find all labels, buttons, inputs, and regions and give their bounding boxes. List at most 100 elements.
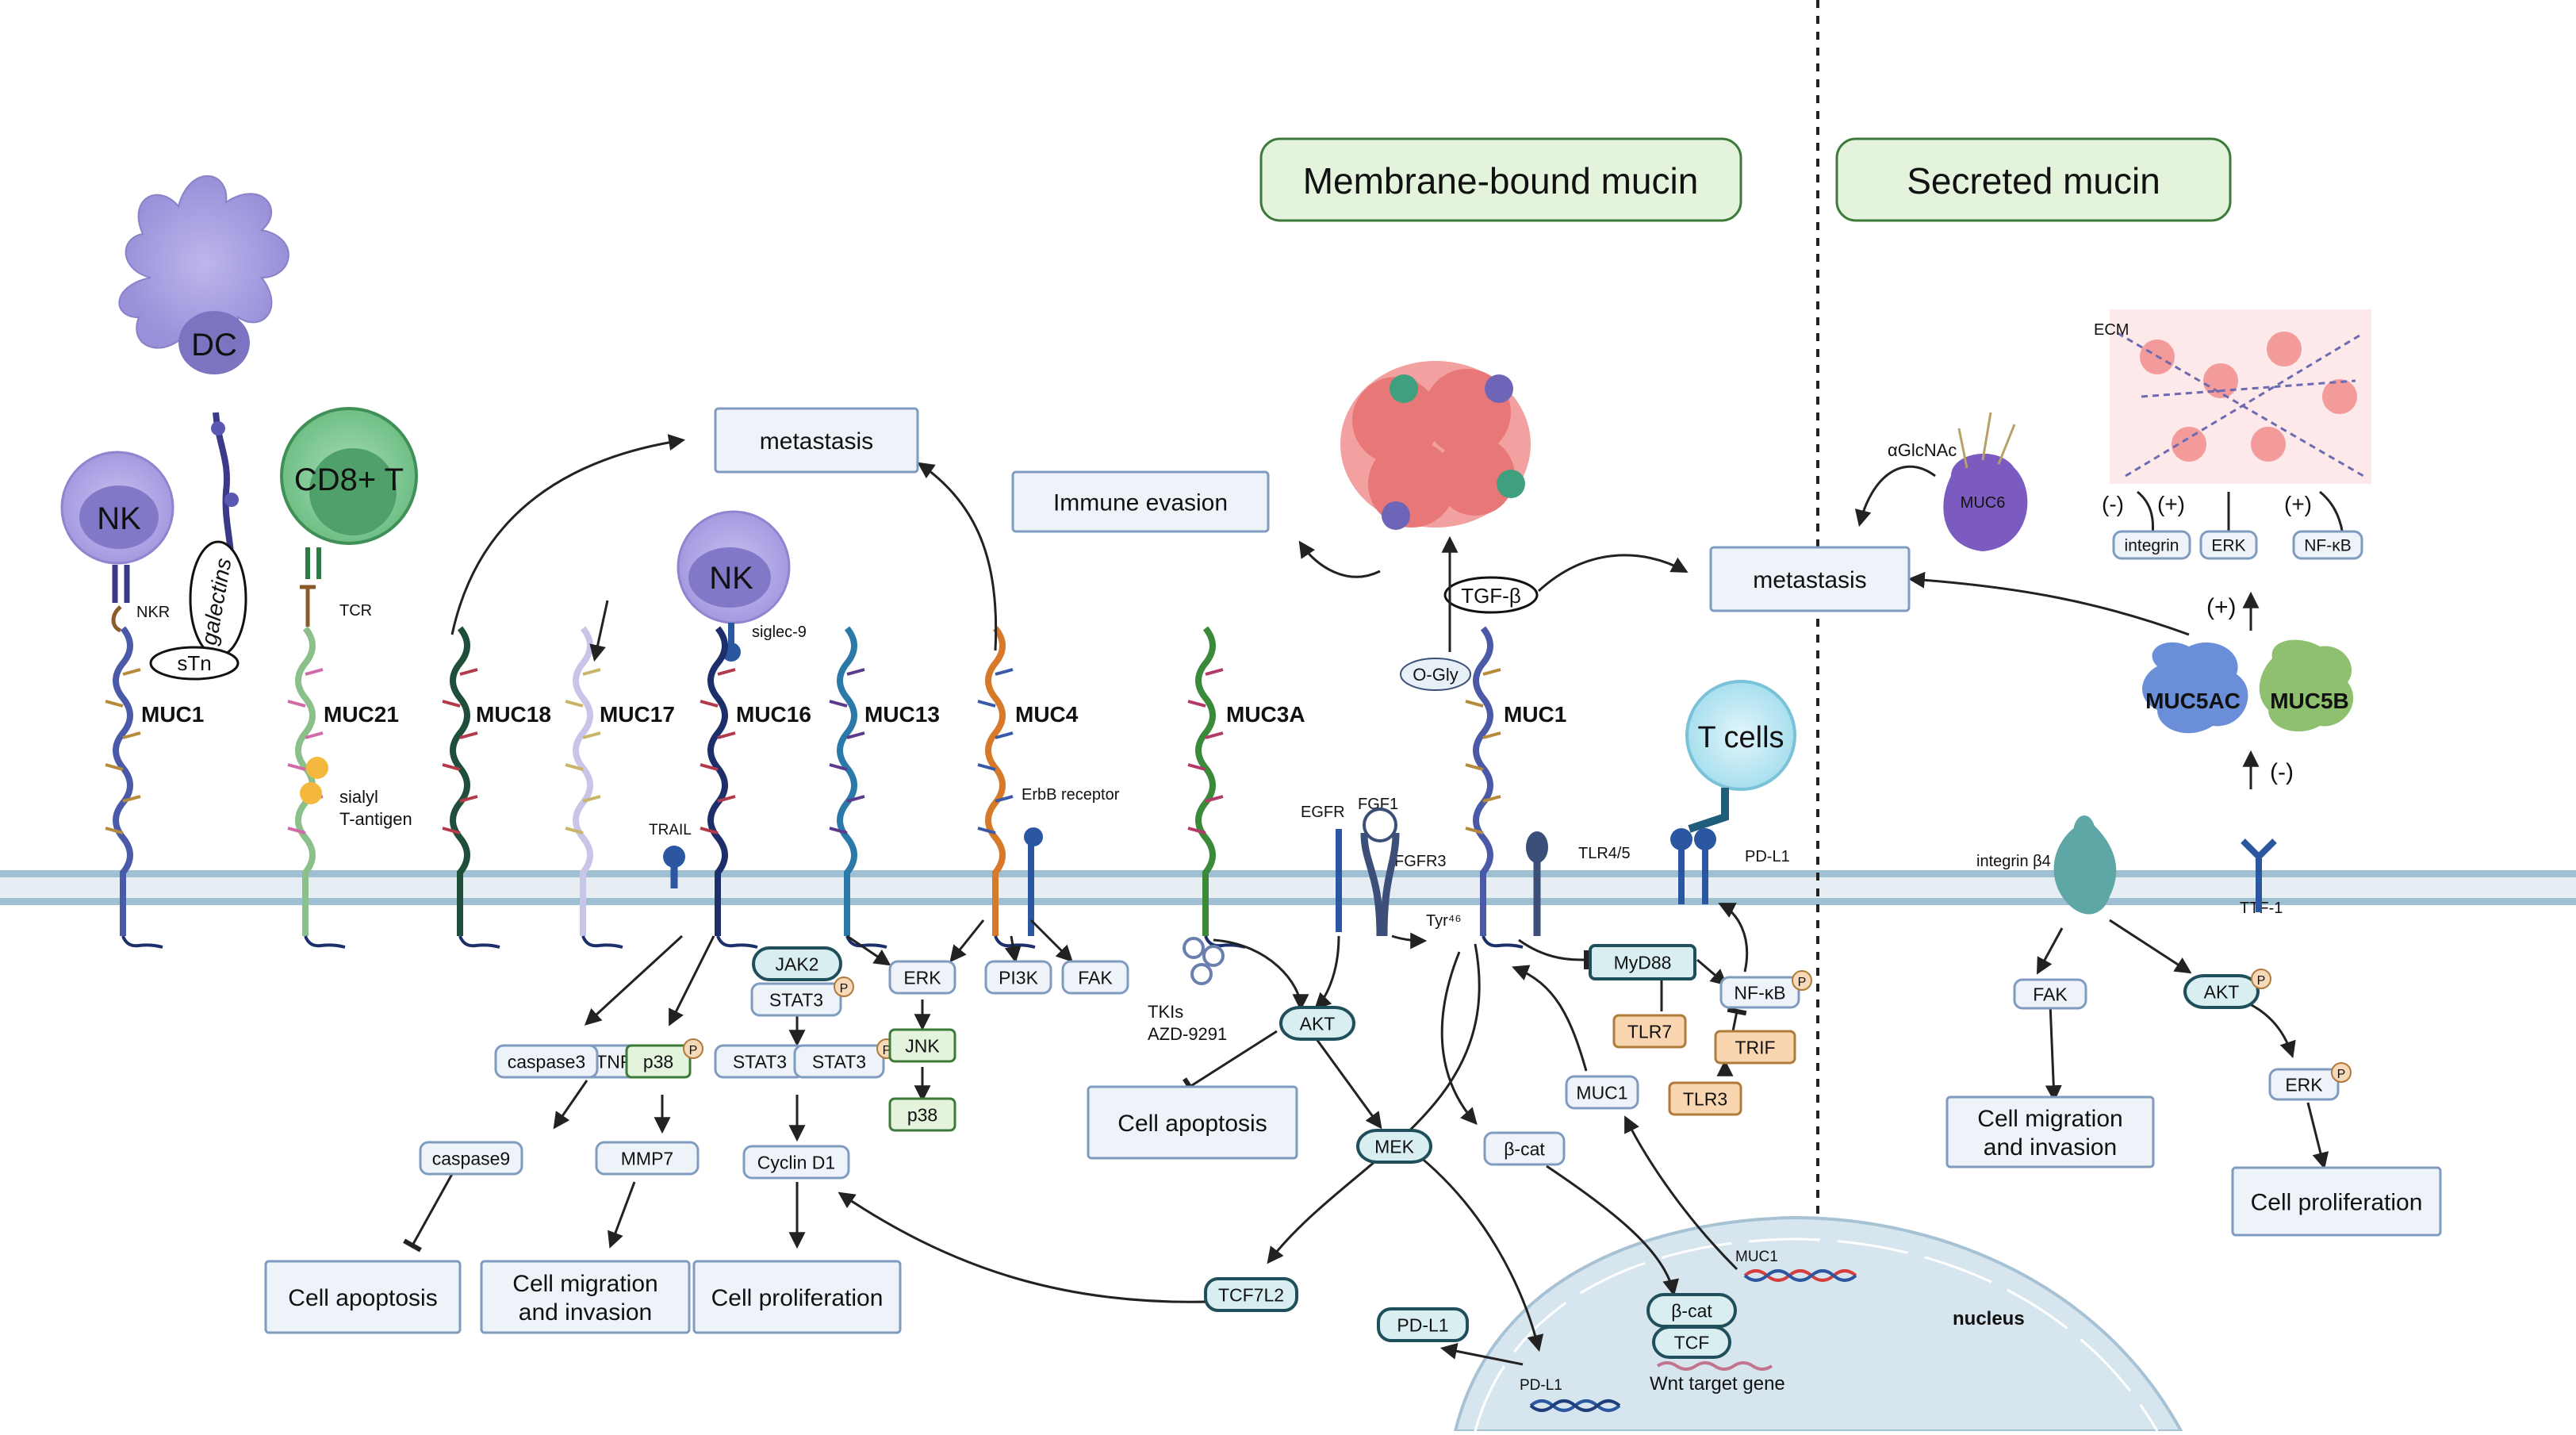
svg-text:FAK: FAK bbox=[2033, 984, 2068, 1004]
node-jak2: JAK2 bbox=[752, 946, 842, 981]
arrow-muc16-caspase3 bbox=[584, 934, 684, 1026]
outcome-metastasis-left: metastasis bbox=[714, 407, 919, 474]
arrow-egfr-akt bbox=[1314, 935, 1340, 1010]
node-fak2: FAK bbox=[2013, 978, 2087, 1010]
outcome-apoptosis-mid: Cell apoptosis bbox=[1087, 1085, 1298, 1160]
arrow-fak-migration bbox=[2045, 1003, 2062, 1103]
svg-text:β-cat: β-cat bbox=[1671, 1300, 1712, 1321]
arrow-fgfr3-tyr bbox=[1391, 932, 1428, 950]
svg-text:FGFR3: FGFR3 bbox=[1394, 853, 1447, 870]
svg-text:AKT: AKT bbox=[2204, 981, 2240, 1002]
inhib-akt-apoptosis bbox=[1183, 1030, 1278, 1096]
dendritic-cell: DC bbox=[118, 175, 289, 572]
arrow-tcf7l2-cyclin bbox=[838, 1191, 1230, 1303]
svg-text:P: P bbox=[840, 982, 849, 996]
svg-text:Wnt target gene: Wnt target gene bbox=[1650, 1373, 1785, 1395]
label-muc16: MUC16 bbox=[736, 702, 811, 727]
svg-text:NKR: NKR bbox=[136, 604, 170, 621]
svg-text:caspase9: caspase9 bbox=[432, 1148, 510, 1168]
nucleus-shape bbox=[1453, 1215, 2184, 1433]
strand-muc1-left bbox=[105, 626, 163, 949]
arrow-muc18-metastasis bbox=[450, 434, 686, 635]
cd8-t-cell: CD8+ T TCR bbox=[280, 407, 418, 627]
arrow-integrin-fak bbox=[2036, 927, 2064, 975]
mucin-strands bbox=[105, 626, 1524, 949]
svg-text:PD-L1: PD-L1 bbox=[1397, 1314, 1448, 1335]
node-integrin: integrin bbox=[2112, 530, 2191, 560]
node-tlr3: TLR3 bbox=[1668, 1081, 1742, 1116]
svg-text:caspase3: caspase3 bbox=[508, 1051, 585, 1072]
arrow-muc1gene-muc1 bbox=[1624, 1115, 1738, 1271]
svg-text:Cell apoptosis: Cell apoptosis bbox=[1117, 1111, 1267, 1137]
tgfb-label: TGF-β bbox=[1443, 576, 1539, 614]
svg-text:and invasion: and invasion bbox=[1984, 1134, 2117, 1161]
aglcnac-label: αGlcNAc bbox=[1888, 440, 1957, 460]
arrow-erk-proliferation bbox=[2306, 1102, 2329, 1170]
arrow-caspase3-caspase9 bbox=[553, 1080, 588, 1130]
svg-text:Membrane-bound mucin: Membrane-bound mucin bbox=[1303, 160, 1699, 201]
receptors bbox=[663, 808, 2277, 937]
svg-text:metastasis: metastasis bbox=[760, 428, 873, 455]
svg-text:T-antigen: T-antigen bbox=[339, 809, 412, 829]
svg-text:sTn: sTn bbox=[177, 651, 211, 675]
mucin-labels: MUC1 MUC21 MUC18 MUC17 MUC16 MUC13 MUC4 … bbox=[141, 702, 1566, 727]
inhib-muc1-myd88 bbox=[1518, 938, 1589, 970]
svg-text:metastasis: metastasis bbox=[1753, 567, 1866, 593]
arrow-muc1-bcat bbox=[1440, 951, 1478, 1126]
inhib-caspase9-apoptosis bbox=[403, 1173, 454, 1253]
svg-text:EGFR: EGFR bbox=[1301, 804, 1345, 821]
nucleus-labels: nucleus MUC1 PD-L1 Wnt target gene bbox=[1520, 1249, 2025, 1395]
svg-text:FGF1: FGF1 bbox=[1358, 796, 1398, 813]
svg-text:TCR: TCR bbox=[339, 602, 372, 620]
svg-text:P: P bbox=[2337, 1068, 2346, 1081]
label-muc3a: MUC3A bbox=[1226, 702, 1305, 727]
svg-text:(+): (+) bbox=[2206, 594, 2237, 620]
arrow-muc1-tcf7l2 bbox=[1267, 943, 1481, 1264]
node-tlr7: TLR7 bbox=[1612, 1014, 1687, 1049]
svg-text:Tyr⁴⁶: Tyr⁴⁶ bbox=[1426, 912, 1462, 930]
arrow-muc13-erk bbox=[846, 934, 891, 966]
node-bcat2: β-cat bbox=[1646, 1293, 1737, 1328]
node-bcat1: β-cat bbox=[1483, 1131, 1566, 1166]
svg-text:PD-L1: PD-L1 bbox=[1520, 1377, 1562, 1394]
muc5ac-blob: MUC5AC bbox=[2142, 642, 2248, 734]
svg-text:Immune evasion: Immune evasion bbox=[1053, 489, 1228, 516]
arrow-muc16-p38 bbox=[669, 935, 715, 1026]
svg-text:TKIs: TKIs bbox=[1148, 1002, 1183, 1022]
svg-text:P: P bbox=[689, 1044, 698, 1057]
muc6-blob: MUC6 bbox=[1943, 412, 2028, 551]
svg-text:MEK: MEK bbox=[1374, 1136, 1415, 1157]
node-stat3b: STAT3 bbox=[714, 1044, 806, 1079]
node-nfkb2: NF-κB bbox=[2292, 530, 2363, 560]
svg-text:P: P bbox=[883, 1044, 891, 1057]
ogly-label: O-Gly bbox=[1400, 658, 1471, 691]
arrow-muc3a-akt bbox=[1213, 938, 1309, 1011]
svg-text:MyD88: MyD88 bbox=[1614, 952, 1672, 973]
label-muc1-right: MUC1 bbox=[1504, 702, 1566, 727]
svg-text:NF-κB: NF-κB bbox=[1734, 982, 1785, 1003]
outcome-metastasis-right: metastasis bbox=[1709, 546, 1911, 612]
label-muc1-left: MUC1 bbox=[141, 702, 204, 727]
svg-text:nucleus: nucleus bbox=[1953, 1308, 2025, 1329]
svg-text:MUC1: MUC1 bbox=[1735, 1249, 1778, 1265]
svg-text:sialyl: sialyl bbox=[339, 787, 378, 807]
sialyl-antigen-dots bbox=[300, 757, 328, 804]
svg-text:PD-L1: PD-L1 bbox=[1745, 848, 1790, 865]
tumor-cluster-icon bbox=[1340, 361, 1531, 530]
label-muc18: MUC18 bbox=[476, 702, 551, 727]
node-caspase9: caspase9 bbox=[419, 1141, 523, 1176]
connectors bbox=[403, 434, 2352, 1366]
tki-label: TKIs AZD-9291 bbox=[1148, 1002, 1227, 1044]
muc5b-blob: MUC5B bbox=[2259, 639, 2354, 732]
nk-cell-left: NK NKR bbox=[60, 451, 174, 633]
arrow-myd88-nfkb bbox=[1696, 958, 1728, 986]
label-muc4: MUC4 bbox=[1015, 702, 1079, 727]
svg-text:ERK: ERK bbox=[2211, 537, 2245, 555]
svg-text:(+): (+) bbox=[2157, 492, 2185, 516]
outcome-immune-evasion: Immune evasion bbox=[1011, 470, 1270, 533]
node-myd88: MyD88 bbox=[1589, 944, 1696, 980]
svg-text:TRAIL: TRAIL bbox=[649, 822, 692, 838]
arrow-tumor-immune bbox=[1298, 540, 1381, 578]
